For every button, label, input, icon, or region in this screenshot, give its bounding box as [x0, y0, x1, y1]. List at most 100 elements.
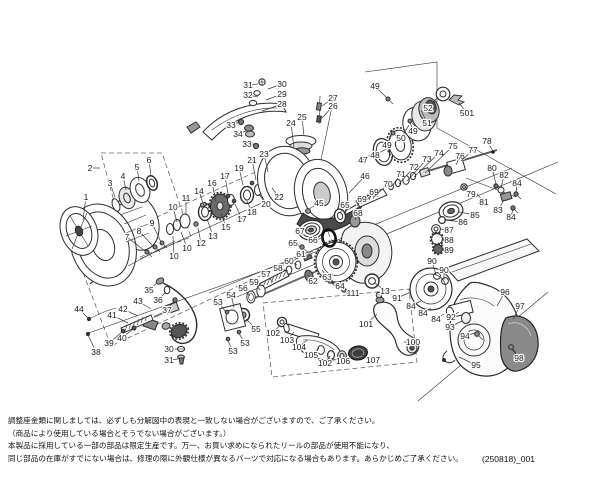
part-number-label: 18 — [247, 207, 257, 217]
leader-line — [197, 227, 202, 244]
leader-line — [136, 166, 140, 182]
part-number-label: 16 — [207, 178, 217, 188]
part-number-label: 100 — [406, 337, 420, 347]
anti-reverse-assembly — [429, 201, 464, 256]
part-number-label: 70 — [383, 179, 393, 189]
part-number-label: 4 — [121, 171, 126, 181]
part-number-label: 77 — [468, 145, 478, 155]
leader-line — [108, 331, 123, 344]
part-number-label: 84 — [512, 178, 522, 188]
part-number-label: 83 — [493, 205, 503, 215]
part-number-label: 111 — [347, 288, 360, 298]
leader-line — [234, 203, 243, 220]
footer-line-3: 本製品に採用している一部の部品は限定生産です。万一、お買い求めになられたリールの… — [8, 441, 394, 451]
part-number-label: 41 — [107, 310, 117, 320]
part-number-label: 65 — [340, 200, 350, 210]
part-number-label: 9 — [150, 218, 155, 228]
document-id: (250818)_001 — [482, 454, 535, 464]
leader-line — [515, 182, 518, 194]
part-number-label: 36 — [153, 295, 163, 305]
leader-line — [464, 332, 476, 337]
drag-washers — [111, 174, 159, 212]
leader-line — [496, 291, 506, 307]
leader-line — [512, 305, 521, 320]
leader-line — [247, 83, 259, 86]
leader-line — [497, 199, 505, 211]
part-number-label: 10 — [169, 251, 179, 261]
leader-line — [286, 331, 295, 341]
leader-line — [330, 280, 341, 287]
part-number-label: 10 — [168, 202, 178, 212]
part-number-label: 30 — [277, 79, 287, 89]
leader-line — [271, 187, 280, 198]
part-number-label: 72 — [409, 162, 419, 172]
part-number-label: 25 — [297, 112, 307, 122]
part-number-label: 102 — [318, 358, 332, 368]
leader-line — [310, 347, 320, 356]
part-number-label: 51 — [422, 118, 432, 128]
leader-line — [463, 187, 472, 195]
part-number-label: 84 — [418, 308, 428, 318]
part-number-label: 54 — [226, 290, 236, 300]
footer-line-4: 同じ部品の在庫がすでにない場合は、修理の際に外観仕様が異なるパーツで対応になる場… — [8, 453, 463, 463]
leader-line — [230, 121, 241, 126]
leader-line — [246, 200, 253, 213]
part-number-label: 84 — [506, 212, 516, 222]
leader-line — [458, 211, 476, 216]
leader-line — [122, 175, 127, 191]
part-number-label: 24 — [286, 118, 296, 128]
leader-line — [272, 324, 281, 334]
leader-line — [292, 242, 302, 248]
leader-line — [172, 206, 178, 223]
leader-line — [126, 236, 146, 252]
leader-line — [251, 159, 257, 181]
leader-line — [265, 93, 283, 101]
leader-line — [78, 308, 89, 319]
leader-line — [198, 190, 205, 207]
leader-line — [476, 193, 485, 203]
leader-line — [242, 287, 251, 297]
part-number-label: 20 — [261, 199, 271, 209]
leader-line — [441, 248, 450, 251]
part-number-label: 85 — [470, 210, 480, 220]
leader-line — [458, 356, 477, 366]
leader-line — [321, 105, 334, 119]
part-number-label: 10 — [182, 243, 192, 253]
footer-line-1: 調整座金類に関しましては、必ずしも分解図中の表現と一致しない場合がございますので… — [8, 416, 380, 425]
main-gear-cluster — [219, 208, 393, 342]
leader-line — [365, 313, 378, 325]
leader-line — [486, 140, 494, 152]
leader-line — [220, 212, 227, 228]
part-number-label: 106 — [336, 356, 350, 366]
leader-line — [237, 130, 247, 135]
part-number-label: 61 — [296, 249, 306, 259]
leader-line — [441, 238, 450, 241]
leader-line — [111, 314, 129, 324]
leader-line — [307, 274, 314, 282]
part-number-label: 76 — [455, 151, 465, 161]
part-number-label: 45 — [314, 198, 324, 208]
part-number-label: 15 — [221, 222, 231, 232]
leader-line — [172, 235, 175, 257]
part-number-label: 102 — [266, 328, 280, 338]
leader-line — [290, 122, 295, 149]
leader-line — [491, 167, 497, 185]
leader-line — [427, 96, 439, 109]
part-number-label: 46 — [360, 171, 370, 181]
part-number-label: 95 — [471, 360, 481, 370]
part-number-label: 53 — [213, 297, 223, 307]
leader-line — [288, 260, 298, 266]
leader-line — [300, 253, 308, 259]
part-number-label: 11 — [182, 193, 191, 203]
leader-line — [230, 294, 235, 308]
leader-line — [263, 153, 269, 173]
part-number-label: 98 — [514, 353, 524, 363]
leader-line — [180, 231, 188, 249]
part-number-label: 81 — [479, 197, 489, 207]
part-number-label: 65 — [288, 238, 298, 248]
part-number-label: 63 — [322, 272, 332, 282]
part-number-label: 69 — [369, 187, 379, 197]
part-number-label: 60 — [284, 256, 294, 266]
leader-line — [299, 229, 309, 232]
